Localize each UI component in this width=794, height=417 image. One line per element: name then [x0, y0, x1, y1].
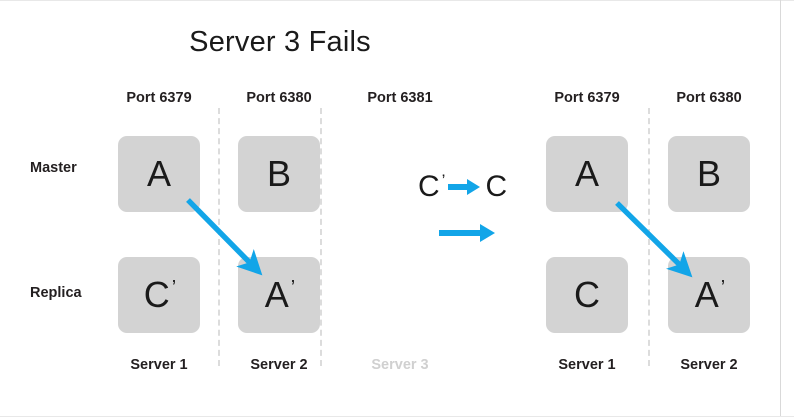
port-label-col1: Port 6379: [126, 90, 192, 106]
node-glyph: A’: [264, 274, 296, 315]
server-label-col1: Server 1: [130, 357, 188, 373]
row-label-replica: Replica: [30, 285, 82, 301]
legend-to-glyph: C: [485, 172, 507, 202]
column-divider-2: [320, 108, 322, 366]
node-letter: B: [266, 153, 291, 194]
node-col5-replica[interactable]: A’: [668, 257, 750, 333]
node-letter: C: [143, 274, 170, 315]
server-label-col5: Server 2: [680, 357, 738, 373]
node-col5-master[interactable]: B: [668, 136, 750, 212]
legend-from-prime: ’: [441, 171, 446, 190]
right-arrow-icon: [439, 224, 495, 242]
node-glyph: C’: [143, 274, 177, 315]
legend-to-letter: C: [485, 170, 508, 203]
node-letter: A: [694, 274, 719, 315]
right-arrow-icon: [448, 179, 481, 195]
node-glyph: A’: [694, 274, 726, 315]
slide-right-edge: [780, 0, 781, 417]
column-divider-1: [218, 108, 220, 366]
node-prime: ’: [171, 277, 177, 299]
server-label-col2: Server 2: [250, 357, 308, 373]
page-title: Server 3 Fails: [189, 26, 371, 58]
node-letter: A: [264, 274, 289, 315]
node-letter: A: [574, 153, 599, 194]
node-glyph: A: [147, 156, 171, 192]
node-col4-master[interactable]: A: [546, 136, 628, 212]
server-label-col4: Server 1: [558, 357, 616, 373]
node-prime: ’: [720, 277, 726, 299]
column-divider-3: [648, 108, 650, 366]
node-glyph: C: [574, 277, 600, 313]
node-col1-master[interactable]: A: [118, 136, 200, 212]
slide-top-edge: [0, 0, 794, 1]
node-prime: ’: [290, 277, 296, 299]
node-glyph: B: [697, 156, 721, 192]
node-letter: B: [696, 153, 721, 194]
port-label-col3: Port 6381: [367, 90, 433, 106]
node-letter: A: [146, 153, 171, 194]
port-label-col5: Port 6380: [676, 90, 742, 106]
node-col4-replica[interactable]: C: [546, 257, 628, 333]
legend-promotion: C’ C: [418, 172, 507, 202]
server-label-col3: Server 3: [371, 357, 429, 373]
legend-arrow-key: [438, 222, 496, 249]
node-col2-replica[interactable]: A’: [238, 257, 320, 333]
legend-from-letter: C: [418, 170, 440, 203]
node-glyph: A: [575, 156, 599, 192]
row-label-master: Master: [30, 160, 77, 176]
port-label-col4: Port 6379: [554, 90, 620, 106]
port-label-col2: Port 6380: [246, 90, 312, 106]
node-col1-replica[interactable]: C’: [118, 257, 200, 333]
legend-from-glyph: C’: [418, 170, 446, 203]
node-glyph: B: [267, 156, 291, 192]
node-letter: C: [574, 274, 600, 315]
node-col2-master[interactable]: B: [238, 136, 320, 212]
